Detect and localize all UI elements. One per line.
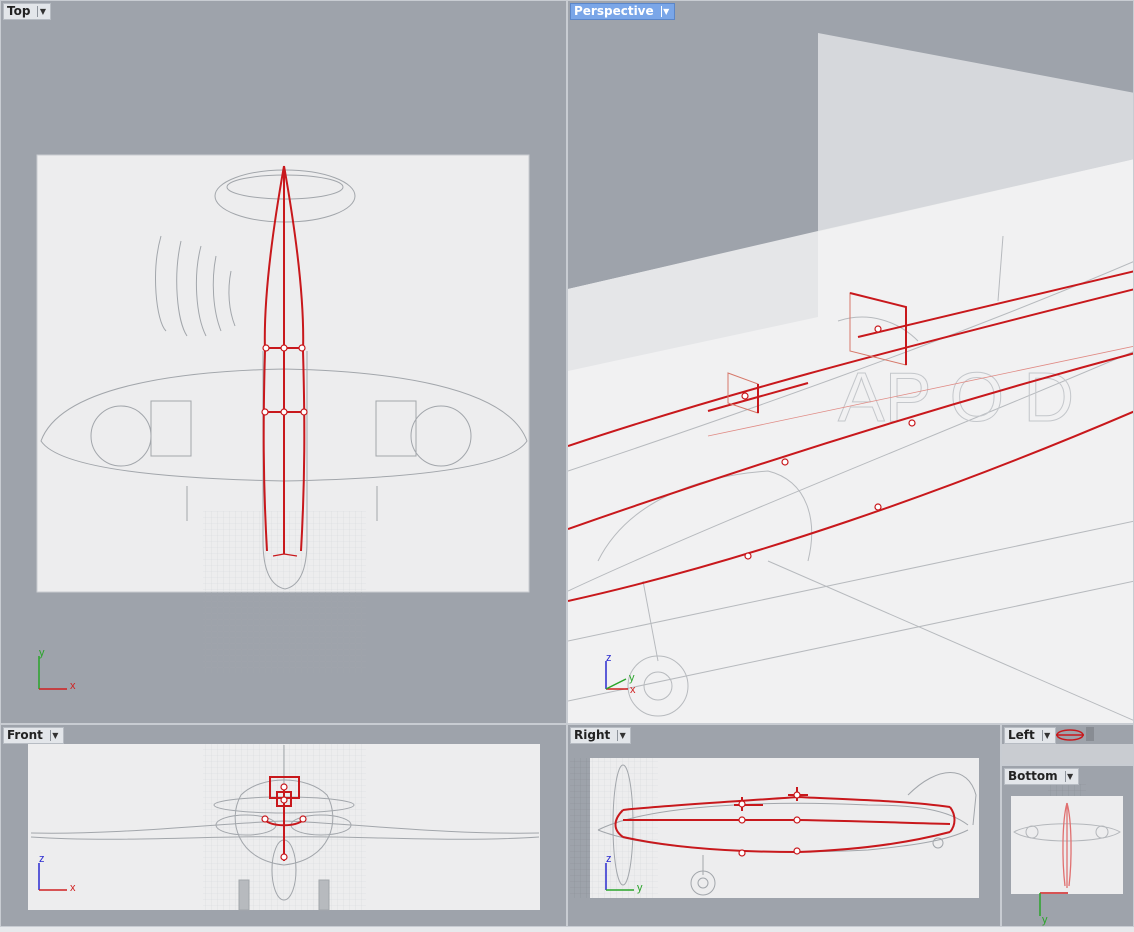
viewport-menu-dropdown-icon[interactable]: ▼: [49, 730, 60, 741]
viewport-label: Top: [7, 4, 31, 18]
axis-x-label: x: [70, 882, 76, 894]
aircraft-blueprint-perspective: AP O D: [568, 235, 1133, 721]
viewport-front[interactable]: Front ▼: [0, 724, 567, 927]
viewport-bottom[interactable]: Bottom ▼ y: [1001, 765, 1134, 927]
viewport-title-top[interactable]: Top ▼: [3, 3, 52, 20]
axis-y-label: y: [1042, 914, 1048, 926]
perspective-view-canvas[interactable]: AP O D z y x: [568, 1, 1134, 724]
control-points: [261, 783, 307, 861]
control-points: [261, 344, 308, 416]
right-view-canvas[interactable]: z y: [568, 725, 1001, 927]
construction-grid-dark: [203, 592, 366, 673]
axis-gizmo-icon: z y: [605, 853, 643, 894]
background-plane-floor: [568, 159, 1133, 723]
viewport-perspective[interactable]: Perspective ▼ AP O D: [567, 0, 1134, 724]
aircraft-blueprint-top: [40, 169, 528, 590]
axis-y-label: y: [39, 647, 45, 659]
viewport-label: Perspective: [574, 4, 654, 18]
axis-x-label: x: [70, 680, 76, 692]
front-view-canvas[interactable]: z x: [1, 725, 567, 927]
left-view-canvas[interactable]: [1002, 725, 1134, 765]
axis-gizmo-icon: z y x: [605, 652, 636, 696]
axis-y-label: y: [629, 672, 635, 684]
viewport-title-right[interactable]: Right ▼: [570, 727, 632, 744]
viewport-label: Left: [1008, 728, 1035, 742]
viewport-title-left[interactable]: Left ▼: [1004, 727, 1056, 744]
viewport-menu-dropdown-icon[interactable]: ▼: [1064, 771, 1075, 782]
viewport-title-bottom[interactable]: Bottom ▼: [1004, 768, 1079, 785]
control-points: [738, 791, 801, 857]
fuselage-curves: [1062, 802, 1072, 888]
viewport-left[interactable]: Left ▼: [1001, 724, 1134, 765]
status-bar: [0, 927, 1134, 932]
viewport-menu-dropdown-icon[interactable]: ▼: [660, 6, 671, 17]
axis-gizmo-icon: y x: [38, 647, 76, 692]
viewport-title-perspective[interactable]: Perspective ▼: [570, 3, 675, 20]
viewport-right[interactable]: Right ▼: [567, 724, 1001, 927]
axis-x-label: x: [630, 684, 636, 696]
aircraft-blueprint-right: [597, 764, 977, 896]
viewport-label: Front: [7, 728, 43, 742]
viewport-menu-dropdown-icon[interactable]: ▼: [617, 730, 627, 741]
axis-z-label: z: [606, 853, 612, 865]
aircraft-blueprint-bottom: [1013, 823, 1121, 842]
viewport-menu-dropdown-icon[interactable]: ▼: [37, 6, 47, 17]
axis-z-label: z: [606, 652, 612, 664]
axis-gizmo-icon: z x: [38, 853, 76, 894]
control-points: [741, 325, 916, 560]
construction-grid: [570, 758, 590, 898]
viewport-top[interactable]: Top ▼: [0, 0, 567, 724]
axis-y-label: y: [637, 882, 643, 894]
viewport-label: Right: [574, 728, 611, 742]
bottom-view-canvas[interactable]: y: [1002, 766, 1134, 927]
axis-gizmo-icon: y: [1039, 892, 1068, 926]
viewport-title-front[interactable]: Front ▼: [3, 727, 64, 744]
fuselage-curves: [1056, 729, 1084, 741]
viewport-label: Bottom: [1008, 769, 1058, 783]
svg-text:AP O D: AP O D: [838, 358, 1074, 436]
fuselage-curves: [568, 270, 1133, 602]
top-view-canvas[interactable]: y x: [1, 1, 567, 724]
axis-z-label: z: [39, 853, 45, 865]
viewport-menu-dropdown-icon[interactable]: ▼: [1041, 730, 1052, 741]
